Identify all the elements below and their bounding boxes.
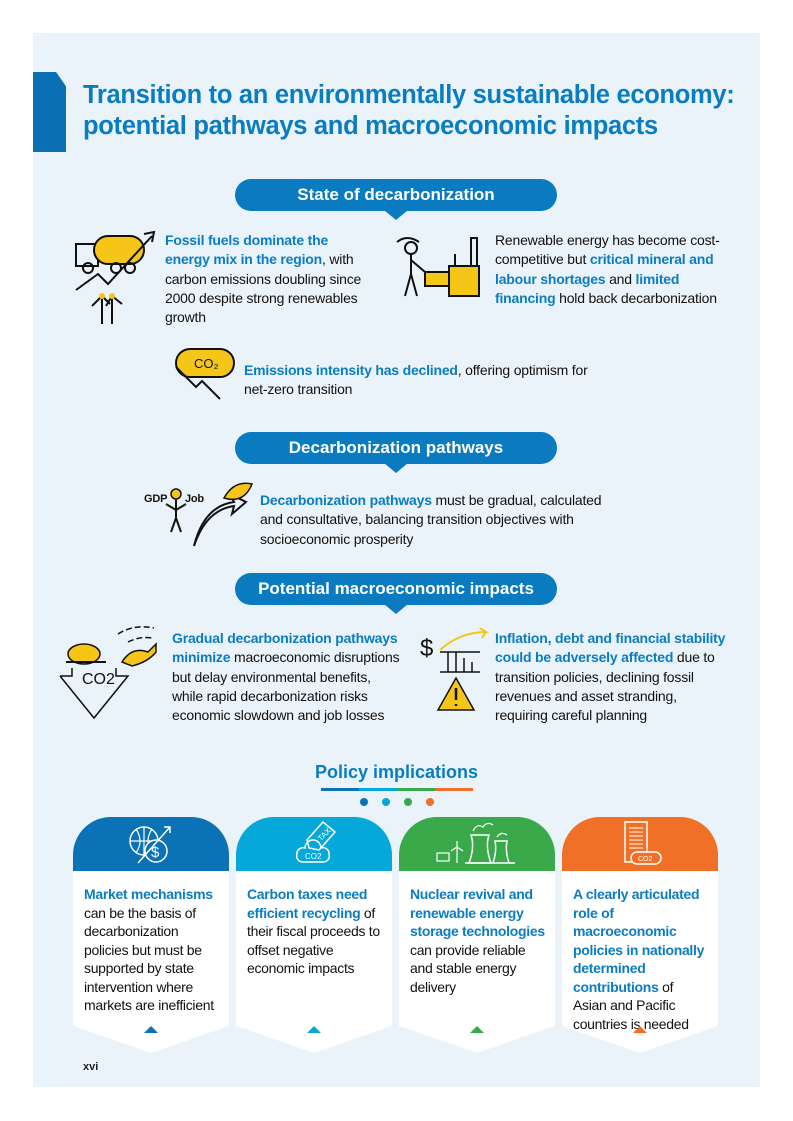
- svg-text:CO2: CO2: [638, 856, 653, 863]
- emissions-intensity-text: Emissions intensity has declined, offeri…: [244, 362, 588, 398]
- card-pointer: [307, 1026, 321, 1033]
- section-header-pathways: Decarbonization pathways: [235, 432, 557, 473]
- policy-dots: [360, 798, 434, 806]
- svg-text:$: $: [151, 844, 160, 861]
- section-header-impacts: Potential macroeconomic impacts: [235, 573, 557, 614]
- card-pointer: [470, 1026, 484, 1033]
- gradual-pathways-text: Gradual decarbonization pathways minimiz…: [172, 630, 400, 724]
- svg-text:CO₂: CO₂: [194, 356, 219, 371]
- inflation-debt-text: Inflation, debt and financial stability …: [495, 630, 726, 724]
- svg-text:$: $: [420, 635, 433, 662]
- fuel-truck-wind-turbine-icon: [75, 230, 156, 324]
- section-header-state: State of decarbonization: [235, 179, 557, 220]
- tortoise-hare-co2-icon: CO2: [59, 626, 157, 720]
- page-title: Transition to an environmentally sustain…: [83, 81, 735, 140]
- job-label: Job: [185, 493, 204, 505]
- policy-color-bar: [321, 788, 473, 791]
- policy-card-market: $ Market mechanisms can be the basis of …: [73, 817, 229, 1053]
- gdp-label: GDP: [144, 493, 168, 505]
- section-tab-marker: [33, 72, 66, 152]
- inflation-warning-icon: $: [420, 628, 490, 711]
- policy-card-nuclear: Nuclear revival and renewable energy sto…: [399, 817, 555, 1053]
- card-pointer: [144, 1026, 158, 1033]
- miner-factory-icon: [396, 237, 480, 297]
- globe-dollar-icon: $: [129, 826, 171, 864]
- co2-decline-icon: CO₂: [175, 348, 235, 400]
- policy-card-ndc: CO2 A clearly articulated role of macroe…: [562, 817, 718, 1053]
- renewable-energy-text: Renewable energy has become cost-competi…: [495, 232, 720, 306]
- fossil-fuels-text: Fossil fuels dominate the energy mix in …: [165, 232, 362, 326]
- svg-text:CO2: CO2: [305, 852, 322, 861]
- pathways-text: Decarbonization pathways must be gradual…: [260, 492, 602, 547]
- co2-label: CO2: [82, 671, 115, 688]
- person-growth-leaf-icon: [165, 482, 254, 547]
- nuclear-renewable-icon: [436, 822, 515, 864]
- page-number: xvi: [83, 1061, 99, 1073]
- document-co2-icon: CO2: [624, 821, 662, 865]
- card-pointer: [633, 1026, 647, 1033]
- policy-implications-title: Policy implications: [314, 762, 479, 782]
